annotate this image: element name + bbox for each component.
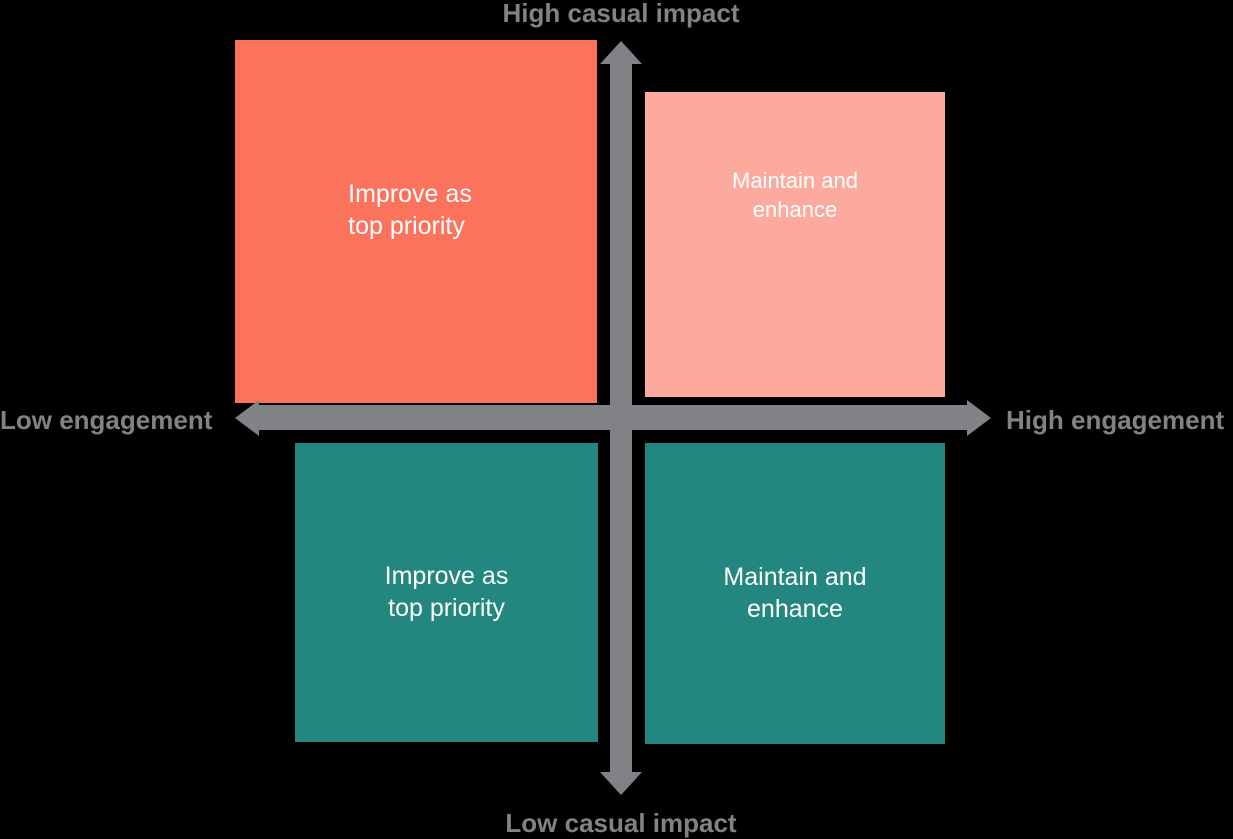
quadrant-label-top-left: Improve as top priority xyxy=(348,179,472,240)
quadrant-improve-as-top-priority-teal: Improve as top priority xyxy=(295,443,598,742)
axis-label-low-casual-impact: Low casual impact xyxy=(505,808,737,838)
axis-label-low-engagement: Low engagement xyxy=(0,405,213,435)
quadrant-label-top-right: Maintain and enhance xyxy=(732,168,858,222)
vertical-axis-arrow-icon xyxy=(600,41,642,795)
quadrant-maintain-and-enhance-pink: Maintain and enhance xyxy=(645,92,945,397)
quadrant-label-bottom-left: Improve as top priority xyxy=(384,561,509,622)
quadrant-label-bottom-right: Maintain and enhance xyxy=(723,562,867,623)
axis-label-high-casual-impact: High casual impact xyxy=(502,0,740,28)
axis-label-high-engagement: High engagement xyxy=(1006,405,1225,435)
quadrant-maintain-and-enhance-teal: Maintain and enhance xyxy=(645,443,945,744)
quadrant-improve-as-top-priority-coral: Improve as top priority xyxy=(235,40,597,403)
horizontal-axis-arrow-icon xyxy=(235,400,991,436)
